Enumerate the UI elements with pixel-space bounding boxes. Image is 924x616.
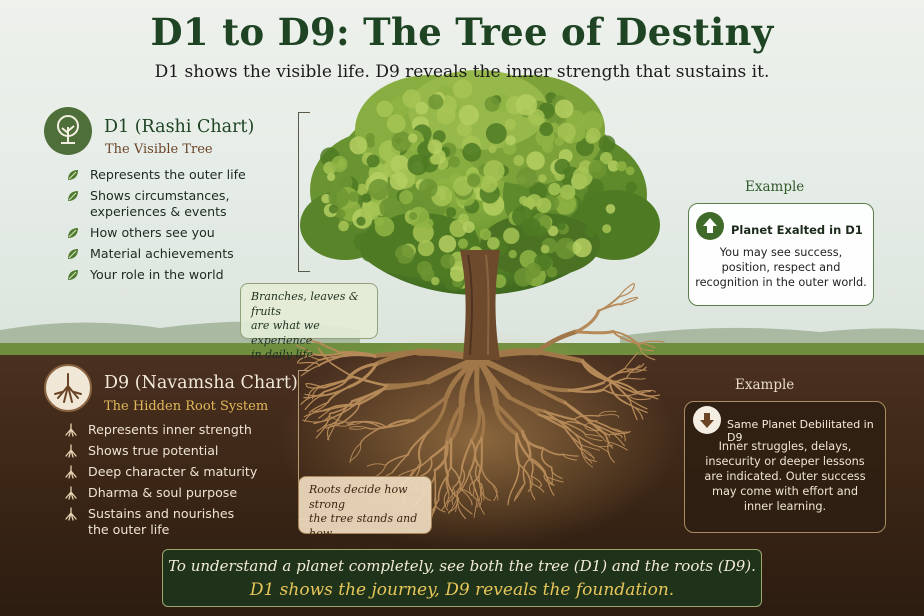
page-title: D1 to D9: The Tree of Destiny	[150, 10, 774, 54]
d9-list-item: Represents inner strength	[64, 422, 284, 438]
example-bottom-body: Inner struggles, delays, insecurity or de…	[691, 439, 879, 514]
d9-list-item: Shows true potential	[64, 443, 284, 459]
footer-line-2: D1 shows the journey, D9 reveals the fou…	[249, 580, 675, 600]
example-bottom-label: Example	[735, 377, 795, 393]
root-icon	[64, 465, 78, 479]
footer-line-1: To understand a planet completely, see b…	[168, 557, 756, 575]
example-top-body: You may see success, position, respect an…	[695, 245, 867, 290]
d1-list-item-text: Represents the outer life	[90, 167, 246, 182]
d1-list-item: Material achievements	[66, 246, 276, 262]
d1-title: D1 (Rashi Chart)	[104, 117, 255, 137]
tree-icon	[44, 107, 92, 155]
leaf-icon	[66, 268, 80, 282]
example-bottom-heading: Same Planet Debilitated in D9	[727, 418, 874, 444]
tree-trunk	[460, 250, 500, 360]
footer-banner: To understand a planet completely, see b…	[162, 549, 762, 607]
example-top-body-line: You may see success,	[719, 246, 843, 259]
d1-bracket	[298, 112, 310, 272]
leaf-icon	[66, 168, 80, 182]
d1-list-item-text: experiences & events	[90, 204, 227, 219]
example-top-body-line: recognition in the outer world.	[695, 276, 867, 289]
example-bottom-body-line: may come with effort and	[712, 485, 858, 498]
leaf-icon	[66, 247, 80, 261]
example-bottom-box: Same Planet Debilitated in D9 Inner stru…	[684, 401, 886, 533]
example-top-body-line: position, respect and	[721, 261, 841, 274]
d9-list-item-text: Dharma & soul purpose	[88, 485, 238, 500]
arrow-down-icon	[693, 406, 721, 434]
example-bottom-body-line: are indicated. Outer success	[704, 470, 866, 483]
root-icon	[64, 444, 78, 458]
d1-list-item-text: How others see you	[90, 225, 215, 240]
d9-note-line: the tree stands and how	[309, 512, 418, 540]
example-bottom-body-line: inner learning.	[743, 500, 827, 513]
d1-list-item: Shows circumstances,experiences & events	[66, 188, 276, 220]
d1-list-item: Your role in the world	[66, 267, 276, 283]
d9-list-item: Dharma & soul purpose	[64, 485, 284, 501]
example-top-label: Example	[745, 179, 805, 195]
canopy	[300, 70, 660, 295]
leaf-icon	[66, 189, 80, 203]
roots-icon	[44, 364, 92, 412]
d9-title: D9 (Navamsha Chart)	[104, 373, 298, 393]
d1-list-item-text: Material achievements	[90, 246, 234, 261]
d1-list-item: Represents the outer life	[66, 167, 276, 183]
d9-list-item-text: Sustains and nourishes	[88, 506, 235, 521]
example-top-heading: Planet Exalted in D1	[731, 223, 863, 237]
root-system	[295, 282, 665, 520]
d9-list-item-text: Deep character & maturity	[88, 464, 258, 479]
root-icon	[64, 423, 78, 437]
d1-list-item-text: Your role in the world	[90, 267, 224, 282]
example-bottom-body-line: insecurity or deeper lessons	[705, 455, 865, 468]
d9-list-item-text: Represents inner strength	[88, 422, 252, 437]
example-top-box: Planet Exalted in D1 You may see success…	[688, 203, 874, 306]
root-icon	[64, 486, 78, 500]
d1-subtitle: The Visible Tree	[105, 142, 213, 157]
root-icon	[64, 507, 78, 521]
d9-note-line: Roots decide how strong	[309, 483, 408, 511]
d9-list-item: Deep character & maturity	[64, 464, 284, 480]
d1-note-line: in daily life.	[251, 348, 317, 361]
d9-subtitle: The Hidden Root System	[104, 399, 269, 414]
example-bottom-body-line: Inner struggles, delays,	[718, 440, 852, 453]
page-subtitle: D1 shows the visible life. D9 reveals th…	[154, 62, 770, 82]
d1-note-line: are what we experience	[251, 319, 320, 347]
d1-list-item-text: Shows circumstances,	[90, 188, 230, 203]
d1-list-item: How others see you	[66, 225, 276, 241]
d1-note-line: Branches, leaves & fruits	[251, 290, 359, 318]
d9-list-item-text: the outer life	[88, 522, 170, 537]
d9-list-item-text: Shows true potential	[88, 443, 219, 458]
leaf-icon	[66, 226, 80, 240]
arrow-up-icon	[696, 212, 724, 240]
